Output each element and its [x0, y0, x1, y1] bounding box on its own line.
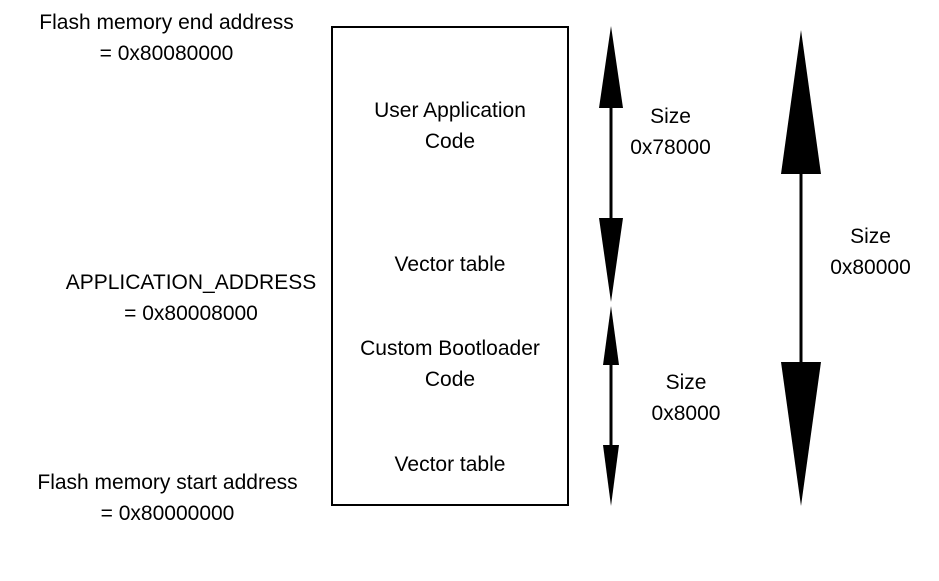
bootloader-vector-table-block: Vector table: [331, 424, 569, 506]
application-address-title: APPLICATION_ADDRESS: [65, 271, 317, 294]
application-size-value: 0x78000: [630, 136, 711, 159]
bootloader-size-arrow-up-head: [603, 306, 619, 365]
bootloader-size-arrow: [603, 306, 619, 506]
total-size-arrow: [781, 30, 821, 506]
bootloader-size-title: Size: [665, 371, 707, 394]
user-application-code-line1: User Application: [374, 99, 526, 122]
bootloader-size-value: 0x8000: [651, 402, 721, 425]
user-application-code-line2: Code: [424, 130, 476, 153]
total-size-arrow-down-head: [781, 362, 821, 506]
bootloader-size-label: Size 0x8000: [636, 367, 736, 429]
flash-end-address-label: Flash memory end address = 0x80080000: [14, 7, 319, 69]
bootloader-size-arrow-down-head: [603, 445, 619, 506]
total-size-value: 0x80000: [830, 256, 911, 279]
application-size-label: Size 0x78000: [618, 101, 723, 163]
custom-bootloader-code-block: Custom Bootloader Code: [331, 304, 569, 426]
application-size-arrow-up-head: [599, 26, 623, 108]
application-vector-table-label: Vector table: [394, 252, 506, 276]
application-address-label: APPLICATION_ADDRESS = 0x80008000: [56, 267, 326, 329]
flash-start-address-label: Flash memory start address = 0x80000000: [10, 467, 325, 529]
application-size-arrow: [599, 26, 623, 302]
total-size-label: Size 0x80000: [818, 221, 923, 283]
application-address-value: = 0x80008000: [124, 302, 258, 325]
flash-start-address-value: = 0x80000000: [100, 502, 235, 525]
total-size-title: Size: [850, 225, 891, 248]
application-size-arrow-down-head: [599, 218, 623, 302]
bootloader-vector-table-label: Vector table: [394, 452, 506, 476]
application-vector-table-block: Vector table: [331, 224, 569, 306]
total-size-arrow-up-head: [781, 30, 821, 174]
application-size-title: Size: [650, 105, 691, 128]
custom-bootloader-code-line2: Code: [424, 368, 476, 391]
flash-start-address-title: Flash memory start address: [37, 471, 298, 494]
custom-bootloader-code-line1: Custom Bootloader: [360, 337, 540, 360]
flash-end-address-title: Flash memory end address: [39, 11, 294, 34]
flash-end-address-value: = 0x80080000: [99, 42, 234, 65]
